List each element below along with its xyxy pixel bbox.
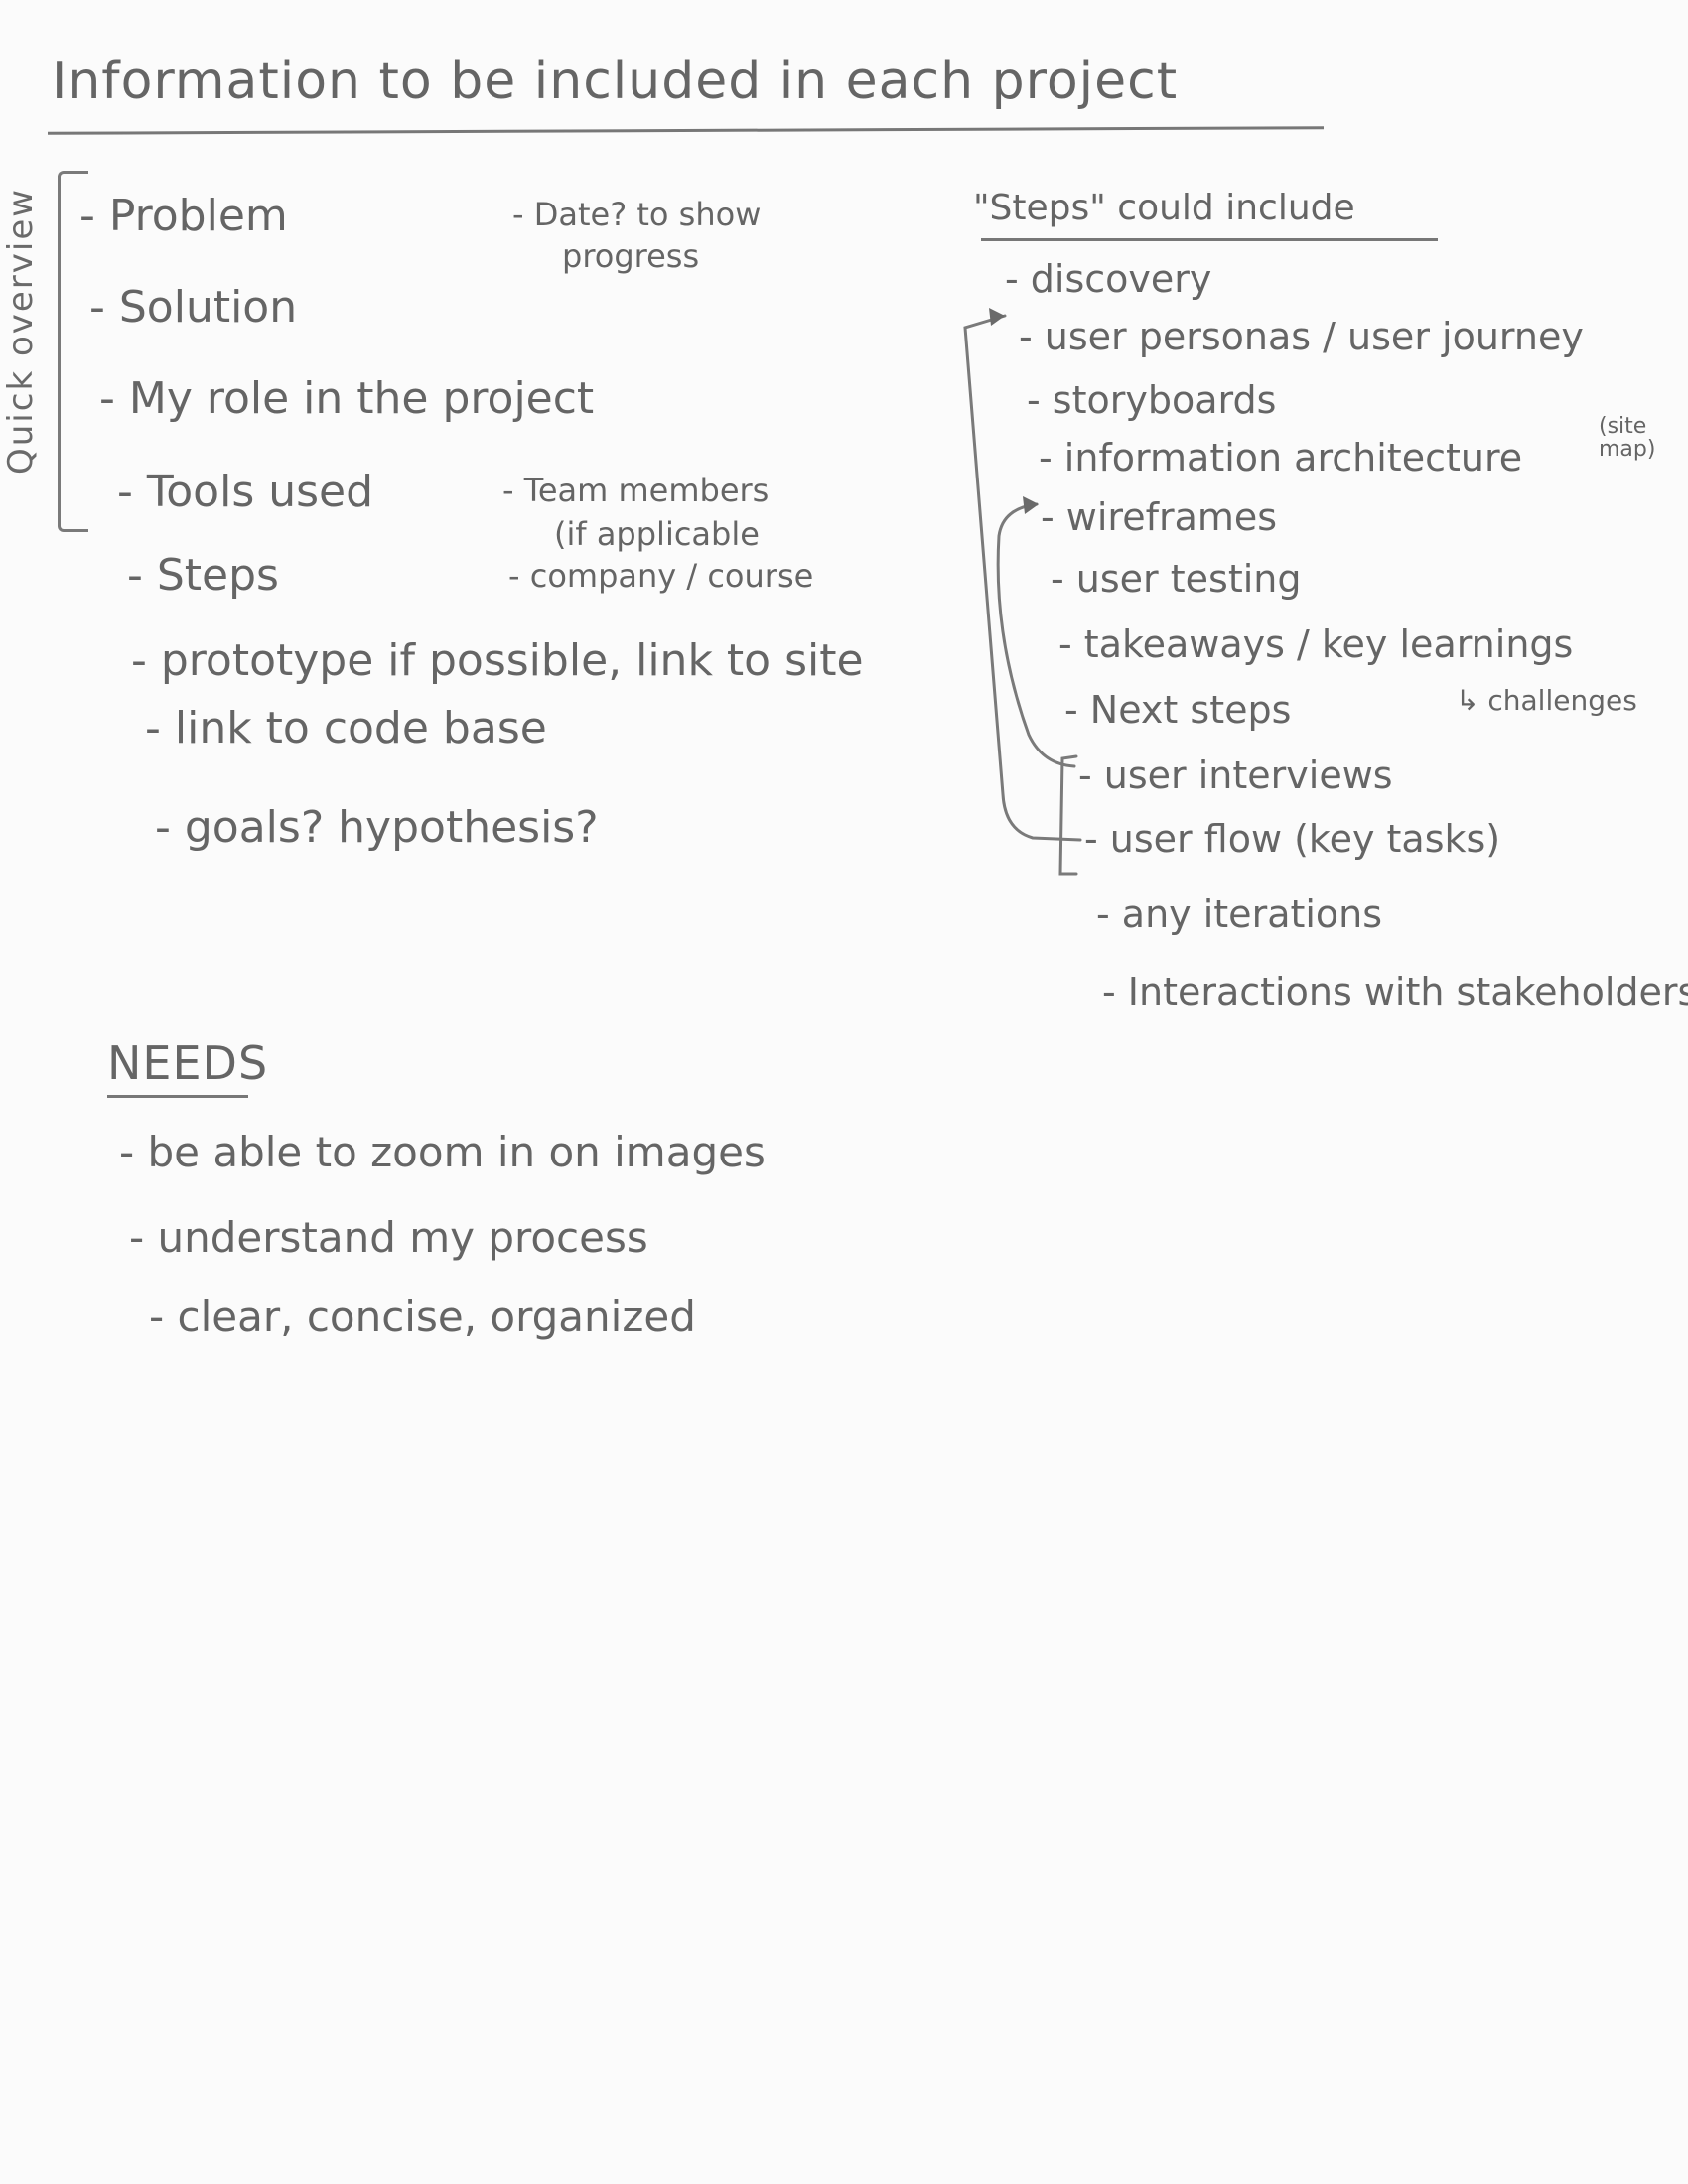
item-goals: - goals? hypothesis?	[155, 802, 599, 853]
step-discovery: - discovery	[1005, 257, 1212, 301]
quick-overview-label: Quick overview	[1, 187, 41, 475]
step-next-steps: - Next steps	[1064, 688, 1292, 732]
step-user-interviews: - user interviews	[1078, 753, 1393, 797]
needs-heading: NEEDS	[107, 1036, 269, 1090]
need-zoom-images: - be able to zoom in on images	[119, 1128, 766, 1176]
note-team-members: - Team members	[502, 472, 770, 509]
step-user-personas: - user personas / user journey	[1019, 315, 1584, 358]
step-wireframes: - wireframes	[1041, 495, 1278, 539]
step-user-testing: - user testing	[1051, 557, 1302, 601]
need-clear-concise: - clear, concise, organized	[149, 1293, 696, 1341]
item-code-base: - link to code base	[145, 703, 547, 753]
item-problem: - Problem	[79, 191, 288, 241]
steps-heading-underline	[981, 238, 1438, 241]
needs-underline	[107, 1095, 248, 1098]
note-progress: progress	[562, 237, 700, 275]
page-title: Information to be included in each proje…	[52, 52, 1179, 111]
need-understand-process: - understand my process	[129, 1213, 648, 1262]
step-storyboards: - storyboards	[1027, 378, 1277, 422]
steps-heading: "Steps" could include	[973, 188, 1355, 228]
note-company-course: - company / course	[508, 557, 814, 595]
item-steps: - Steps	[127, 550, 279, 601]
title-underline	[47, 126, 1325, 135]
step-user-flow: - user flow (key tasks)	[1084, 817, 1501, 861]
note-if-applicable: (if applicable	[554, 515, 760, 553]
step-stakeholders: - Interactions with stakeholders	[1102, 970, 1688, 1014]
note-challenges: ↳ challenges	[1456, 684, 1637, 717]
note-site-map: (site map)	[1599, 414, 1656, 463]
note-date: - Date? to show	[512, 196, 762, 233]
step-information-architecture: - information architecture	[1039, 436, 1523, 479]
quick-overview-bracket	[58, 171, 88, 532]
item-tools-used: - Tools used	[117, 467, 374, 517]
arrowhead-personas	[989, 308, 1005, 326]
item-solution: - Solution	[89, 282, 298, 333]
arrowhead-wireframes	[1023, 496, 1039, 514]
item-prototype: - prototype if possible, link to site	[131, 635, 864, 686]
step-any-iterations: - any iterations	[1096, 892, 1383, 936]
interviews-flow-bracket	[1058, 754, 1078, 876]
item-my-role: - My role in the project	[99, 373, 595, 424]
step-takeaways: - takeaways / key learnings	[1058, 622, 1574, 666]
